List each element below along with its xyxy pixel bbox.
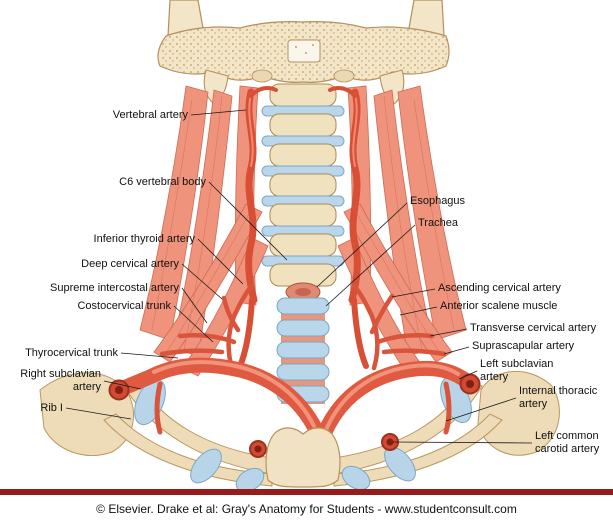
label-c6-vertebral-body: C6 vertebral body (119, 176, 206, 188)
vertebral-arteries (237, 86, 369, 369)
leader-internal-thoracic-artery (445, 397, 517, 422)
label-trachea: Trachea (418, 217, 458, 229)
esophagus-shape (285, 282, 321, 302)
label-esophagus: Esophagus (410, 195, 466, 207)
label-deep-cervical-artery: Deep cervical artery (81, 258, 179, 270)
label-anterior-scalene-muscle: Anterior scalene muscle (440, 300, 558, 312)
footer-rule-bar (0, 489, 613, 495)
arterial-branches (154, 283, 452, 435)
leader-c6-vertebral-body (208, 181, 288, 261)
transverse-cervical-artery-shape (375, 333, 435, 345)
leader-left-common-carotid-artery (392, 441, 533, 444)
leader-vertebral-artery (190, 109, 247, 116)
deep-cervical-artery-shape (221, 295, 241, 333)
cut-vessel-ends (108, 373, 481, 458)
leader-deep-cervical-artery (181, 263, 223, 300)
internal-thoracic-artery-shape (443, 381, 452, 435)
label-vertebral-artery: Vertebral artery (112, 109, 188, 121)
leader-costocervical-trunk (173, 305, 214, 343)
left-shoulder-bone (477, 371, 560, 456)
costocervical-trunk-shape (159, 348, 225, 357)
sternum (265, 427, 341, 488)
leader-inferior-thyroid-artery (197, 238, 244, 285)
label-transverse-cervical-artery: Transverse cervical artery (470, 322, 597, 334)
label-thyrocervical-trunk: Thyrocervical trunk (25, 347, 118, 359)
leader-left-subclavian-artery (458, 370, 478, 380)
suprascapular-artery-shape (381, 348, 447, 357)
label-suprascapular-artery: Suprascapular artery (472, 340, 575, 352)
trachea-shape (276, 297, 330, 404)
leader-anterior-scalene-muscle (399, 306, 438, 316)
leader-lines (65, 109, 533, 444)
label-ascending-cervical-artery: Ascending cervical artery (438, 282, 561, 294)
inferior-thyroid-artery-shape (226, 283, 255, 371)
neck-muscles (139, 85, 467, 377)
leader-suprascapular-artery (443, 346, 470, 355)
label-costocervical-trunk: Costocervical trunk (77, 300, 171, 312)
label-supreme-intercostal-artery: Supreme intercostal artery (50, 282, 179, 294)
label-left-subclavian-artery: Left subclavian artery (480, 358, 554, 383)
figure-caption: © Elsevier. Drake et al: Gray's Anatomy … (96, 502, 517, 516)
label-internal-thoracic-artery: Internal thoracic artery (519, 385, 598, 410)
label-right-subclavian-artery: Right subclavian artery (20, 368, 101, 393)
leader-thyrocervical-trunk (120, 352, 179, 359)
leader-esophagus (316, 202, 408, 288)
label-left-common-carotid-artery: Left common carotid artery (535, 430, 600, 455)
leader-ascending-cervical-artery (391, 288, 436, 298)
label-rib-i: Rib I (40, 402, 63, 414)
leader-rib-i (65, 407, 132, 420)
leader-supreme-intercostal-artery (181, 287, 208, 324)
ascending-cervical-artery-shape (369, 293, 395, 335)
cervical-spine (261, 83, 345, 287)
leader-trachea (325, 224, 416, 307)
leader-transverse-cervical-artery (429, 328, 468, 337)
leader-right-subclavian-artery (103, 380, 142, 390)
label-inferior-thyroid-artery: Inferior thyroid artery (93, 233, 195, 245)
